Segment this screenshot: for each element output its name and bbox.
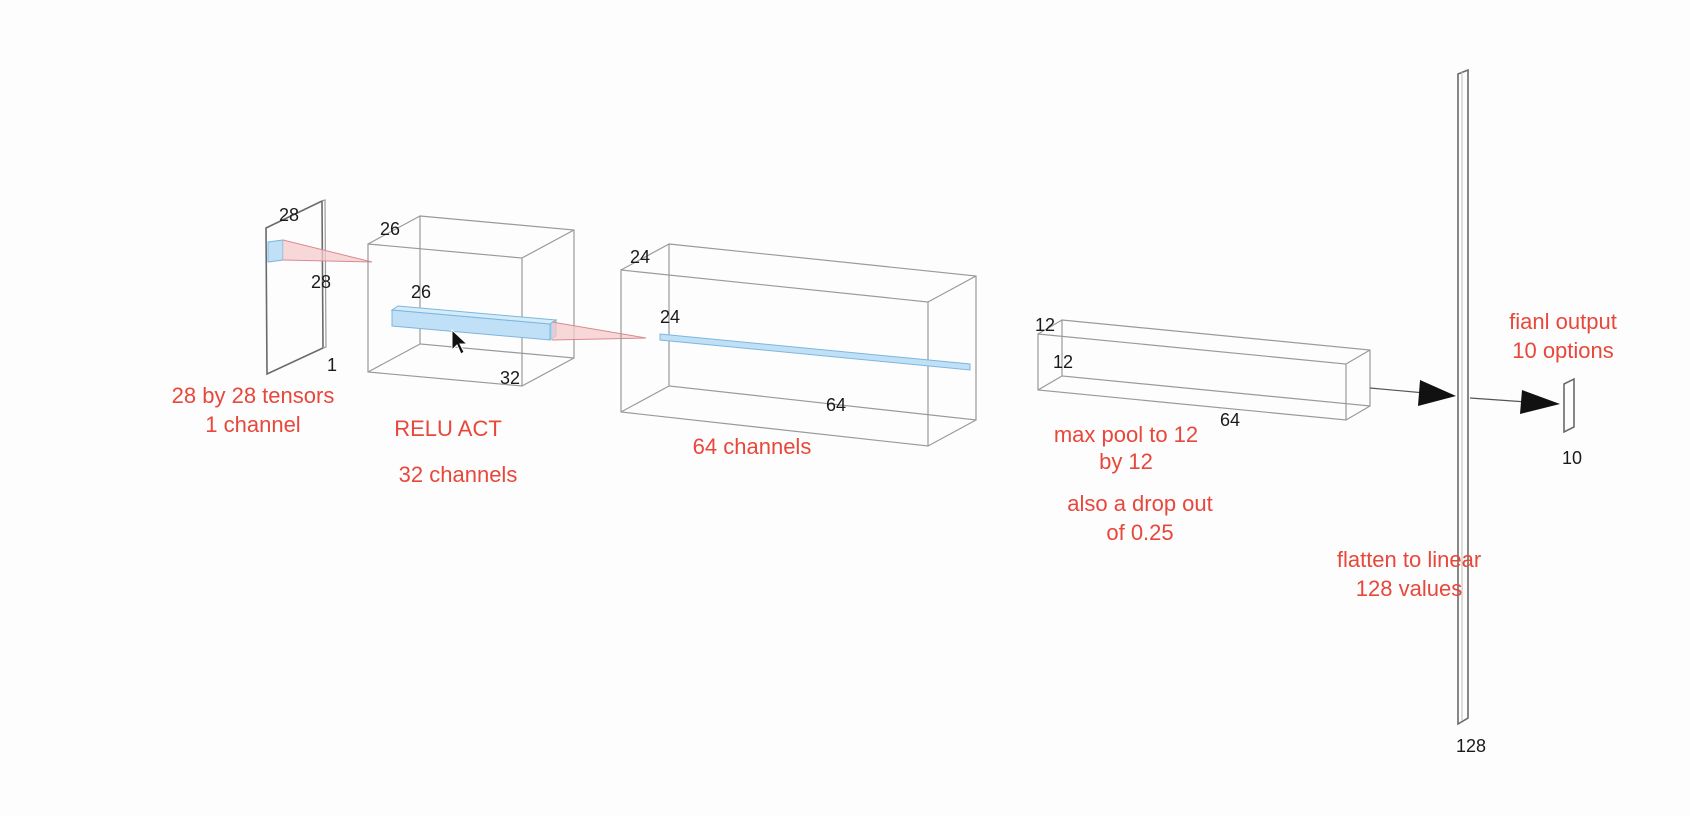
input-layer: 28 28 1 (265, 199, 373, 376)
output-dim: 10 (1562, 448, 1582, 468)
dense-layer: 128 (1456, 68, 1486, 756)
input-dim-side: 28 (311, 272, 331, 292)
input-annotation-line-2: 1 channel (205, 412, 300, 437)
conv2-feature-bar (659, 333, 971, 371)
mouse-pointer-icon (451, 328, 469, 355)
output-annotation-line-2: 10 options (1512, 338, 1614, 363)
conv2-block: 24 24 64 (620, 243, 977, 447)
pool-dim-depth: 64 (1220, 410, 1240, 430)
conv2-channels-annotation: 64 channels (693, 434, 812, 459)
relu-annotation: RELU ACT (394, 416, 502, 441)
dropout-annotation-line-1: also a drop out (1067, 491, 1213, 516)
conv1-dim-depth: 32 (500, 368, 520, 388)
flatten-annotation-line-1: flatten to linear (1337, 547, 1481, 572)
pool-dim-top: 12 (1035, 315, 1055, 335)
conv1-channels-annotation: 32 channels (399, 462, 518, 487)
conv1-dim-side: 26 (411, 282, 431, 302)
pool-dim-side: 12 (1053, 352, 1073, 372)
output-annotation-line-1: fianl output (1509, 309, 1617, 334)
maxpool-annotation-line-1: max pool to 12 (1054, 422, 1198, 447)
input-dim-top: 28 (279, 205, 299, 225)
input-dim-depth: 1 (327, 355, 337, 375)
dropout-annotation-line-2: of 0.25 (1106, 520, 1173, 545)
maxpool-annotation-line-2: by 12 (1099, 449, 1153, 474)
arrow-dense-to-output (1469, 390, 1560, 414)
arrow-head-icon (1520, 390, 1560, 414)
conv2-dim-side: 24 (660, 307, 680, 327)
conv1-dim-top: 26 (380, 219, 400, 239)
conv2-dim-top: 24 (630, 247, 650, 267)
flatten-annotation-line-2: 128 values (1356, 576, 1462, 601)
pool-block: 12 12 64 (1035, 315, 1371, 430)
annotations: 28 by 28 tensors 1 channel RELU ACT 32 c… (172, 309, 1617, 601)
conv2-dim-depth: 64 (826, 395, 846, 415)
input-annotation-line-1: 28 by 28 tensors (172, 383, 335, 408)
conv1-block: 26 26 32 (367, 215, 647, 388)
arrow-pool-to-dense (1369, 380, 1456, 406)
dense-dim: 128 (1456, 736, 1486, 756)
arrow-head-icon (1418, 380, 1456, 406)
output-layer: 10 (1562, 377, 1582, 468)
